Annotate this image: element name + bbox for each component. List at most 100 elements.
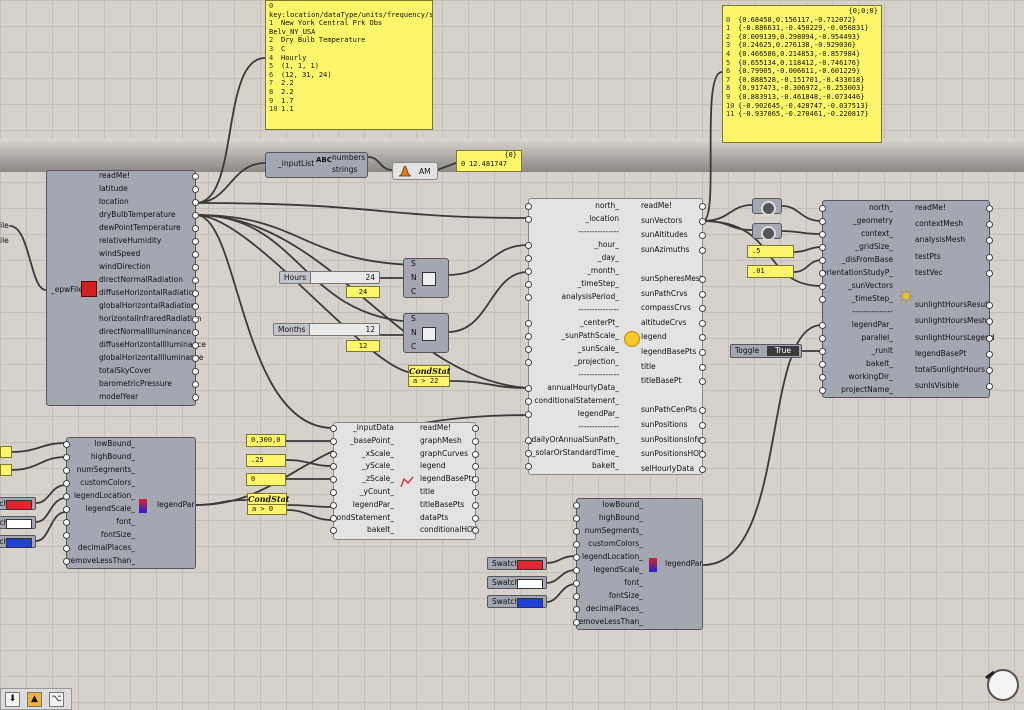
input-grip[interactable]: [819, 205, 826, 212]
series-component-hours[interactable]: S N C: [403, 258, 449, 298]
output-grip[interactable]: [192, 381, 199, 388]
gridsize-panel[interactable]: .5: [747, 245, 794, 258]
input-grip[interactable]: [525, 216, 532, 223]
output-grip[interactable]: [192, 238, 199, 245]
output-grip[interactable]: [699, 422, 706, 429]
swatch-red-right[interactable]: Swatch: [487, 557, 547, 570]
output-grip[interactable]: [986, 334, 993, 342]
output-grip[interactable]: [192, 394, 199, 401]
output-grip[interactable]: [192, 199, 199, 206]
input-grip[interactable]: [525, 294, 532, 301]
output-grip[interactable]: [192, 316, 199, 323]
input-grip[interactable]: [525, 333, 532, 340]
output-grip[interactable]: [699, 349, 706, 356]
xscale-panel[interactable]: .25: [246, 454, 286, 467]
output-grip[interactable]: [192, 186, 199, 193]
swatch-white-left[interactable]: Swatch: [0, 516, 36, 529]
input-grip[interactable]: [819, 218, 826, 225]
output-grip[interactable]: [699, 436, 706, 444]
input-grip[interactable]: [819, 257, 826, 264]
input-grip[interactable]: [525, 242, 532, 249]
output-grip[interactable]: [986, 237, 993, 245]
input-grip[interactable]: [525, 281, 532, 288]
output-grip[interactable]: [699, 465, 706, 473]
output-grip[interactable]: [192, 212, 199, 219]
output-grip[interactable]: [986, 221, 993, 229]
output-grip[interactable]: [986, 383, 993, 391]
input-grip[interactable]: [63, 454, 70, 461]
3d-chart-component[interactable]: _inputData_basePoint__xScale__yScale__zS…: [330, 422, 479, 540]
condstat-panel-1[interactable]: CondStat a > 22: [408, 365, 450, 387]
input-grip[interactable]: [525, 385, 532, 392]
sun-vectors-panel[interactable]: {0;0;0} 0{0.68458,0.156117,-0.712072} 1{…: [722, 5, 882, 143]
geometry-param[interactable]: [752, 198, 782, 216]
input-grip[interactable]: [525, 398, 532, 405]
output-grip[interactable]: [699, 378, 706, 386]
input-grip[interactable]: [525, 320, 532, 327]
legend-parameters-component-right[interactable]: lowBound_highBound_numSegments_customCol…: [573, 498, 703, 630]
input-grip[interactable]: [525, 346, 532, 353]
input-grip[interactable]: [63, 493, 70, 500]
input-grip[interactable]: [573, 606, 580, 613]
input-grip[interactable]: [573, 593, 580, 600]
swatch-blue-left[interactable]: Swatch: [0, 535, 36, 548]
input-grip[interactable]: [525, 437, 532, 444]
input-grip[interactable]: [819, 348, 826, 355]
input-grip[interactable]: [819, 231, 826, 238]
input-grip[interactable]: [63, 467, 70, 474]
output-grip[interactable]: [986, 367, 993, 374]
input-grip[interactable]: [573, 619, 580, 626]
input-grip[interactable]: [573, 580, 580, 587]
input-grip[interactable]: [63, 545, 70, 552]
output-grip[interactable]: [472, 501, 479, 509]
input-grip[interactable]: [819, 335, 826, 342]
context-param[interactable]: [752, 223, 782, 241]
input-grip[interactable]: [525, 268, 532, 275]
output-grip[interactable]: [699, 203, 706, 210]
output-grip[interactable]: [699, 276, 706, 283]
input-grip[interactable]: [819, 244, 826, 251]
input-grip[interactable]: [819, 374, 826, 381]
input-list-component[interactable]: _inputList ABC numbers strings: [265, 152, 368, 178]
output-grip[interactable]: [699, 290, 706, 298]
tree-icon[interactable]: ⌥: [49, 692, 64, 707]
input-grip[interactable]: [330, 501, 337, 509]
input-grip[interactable]: [63, 532, 70, 539]
input-grip[interactable]: [330, 527, 337, 535]
input-grip[interactable]: [63, 441, 70, 448]
input-grip[interactable]: [63, 506, 70, 513]
output-grip[interactable]: [192, 368, 199, 375]
input-grip[interactable]: [330, 463, 337, 471]
output-grip[interactable]: [192, 303, 199, 310]
output-grip[interactable]: [192, 264, 199, 271]
input-grip[interactable]: [525, 450, 532, 457]
output-grip[interactable]: [699, 334, 706, 342]
input-grip[interactable]: [63, 558, 70, 565]
input-grip[interactable]: [330, 437, 337, 445]
hours-slider[interactable]: Hours 24: [279, 271, 380, 284]
input-grip[interactable]: [573, 528, 580, 535]
input-grip[interactable]: [63, 480, 70, 487]
output-grip[interactable]: [986, 253, 993, 261]
input-grip[interactable]: [573, 554, 580, 561]
output-grip[interactable]: [472, 437, 479, 445]
output-grip[interactable]: [472, 514, 479, 522]
input-grip[interactable]: [525, 203, 532, 210]
edge-panel[interactable]: [0, 446, 12, 458]
output-grip[interactable]: [192, 173, 199, 180]
output-grip[interactable]: [699, 217, 706, 225]
months-value-panel[interactable]: 12: [346, 340, 380, 352]
zscale-panel[interactable]: 0: [246, 473, 286, 486]
toggle-value[interactable]: True: [767, 346, 799, 356]
input-grip[interactable]: [573, 567, 580, 574]
output-grip[interactable]: [986, 302, 993, 310]
input-grip[interactable]: [525, 359, 532, 366]
output-grip[interactable]: [192, 342, 199, 349]
swatch-red-left[interactable]: Swatch: [0, 497, 36, 510]
swatch-blue-right[interactable]: Swatch: [487, 595, 547, 608]
input-grip[interactable]: [573, 502, 580, 509]
output-grip[interactable]: [986, 205, 993, 212]
output-grip[interactable]: [472, 527, 479, 535]
navigation-dial-icon[interactable]: [982, 664, 1020, 702]
